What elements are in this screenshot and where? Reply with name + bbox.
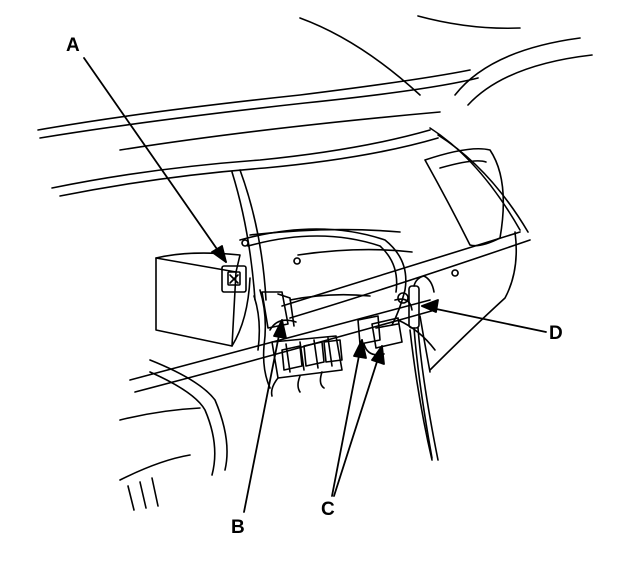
callout-label-d: D — [549, 323, 563, 344]
wire-harness — [239, 228, 436, 389]
leader-line-b — [243, 319, 283, 513]
side-air-vent — [424, 147, 505, 247]
leader-lines — [83, 57, 547, 513]
leader-arrowhead-b — [273, 319, 287, 339]
control-unit-box — [155, 252, 251, 347]
component-d — [397, 275, 439, 461]
leader-line-c2 — [333, 345, 383, 497]
relay-block — [270, 335, 343, 397]
windshield-lines — [37, 15, 593, 151]
leader-line-a — [83, 57, 227, 263]
callout-label-a: A — [66, 35, 80, 56]
leader-arrowhead-d — [421, 299, 439, 313]
leader-arrowhead-a — [211, 245, 227, 263]
callout-label-c: C — [321, 499, 335, 520]
callout-label-b: B — [231, 517, 245, 538]
lower-dash-panel — [129, 228, 531, 461]
left-lower-trim — [119, 359, 228, 511]
leader-line-d — [421, 305, 547, 333]
leader-arrowhead-c1 — [353, 339, 367, 359]
leader-arrowhead-c2 — [371, 345, 385, 365]
leader-line-c1 — [331, 339, 363, 497]
connector-a — [221, 265, 247, 293]
dashboard-top — [51, 127, 529, 301]
